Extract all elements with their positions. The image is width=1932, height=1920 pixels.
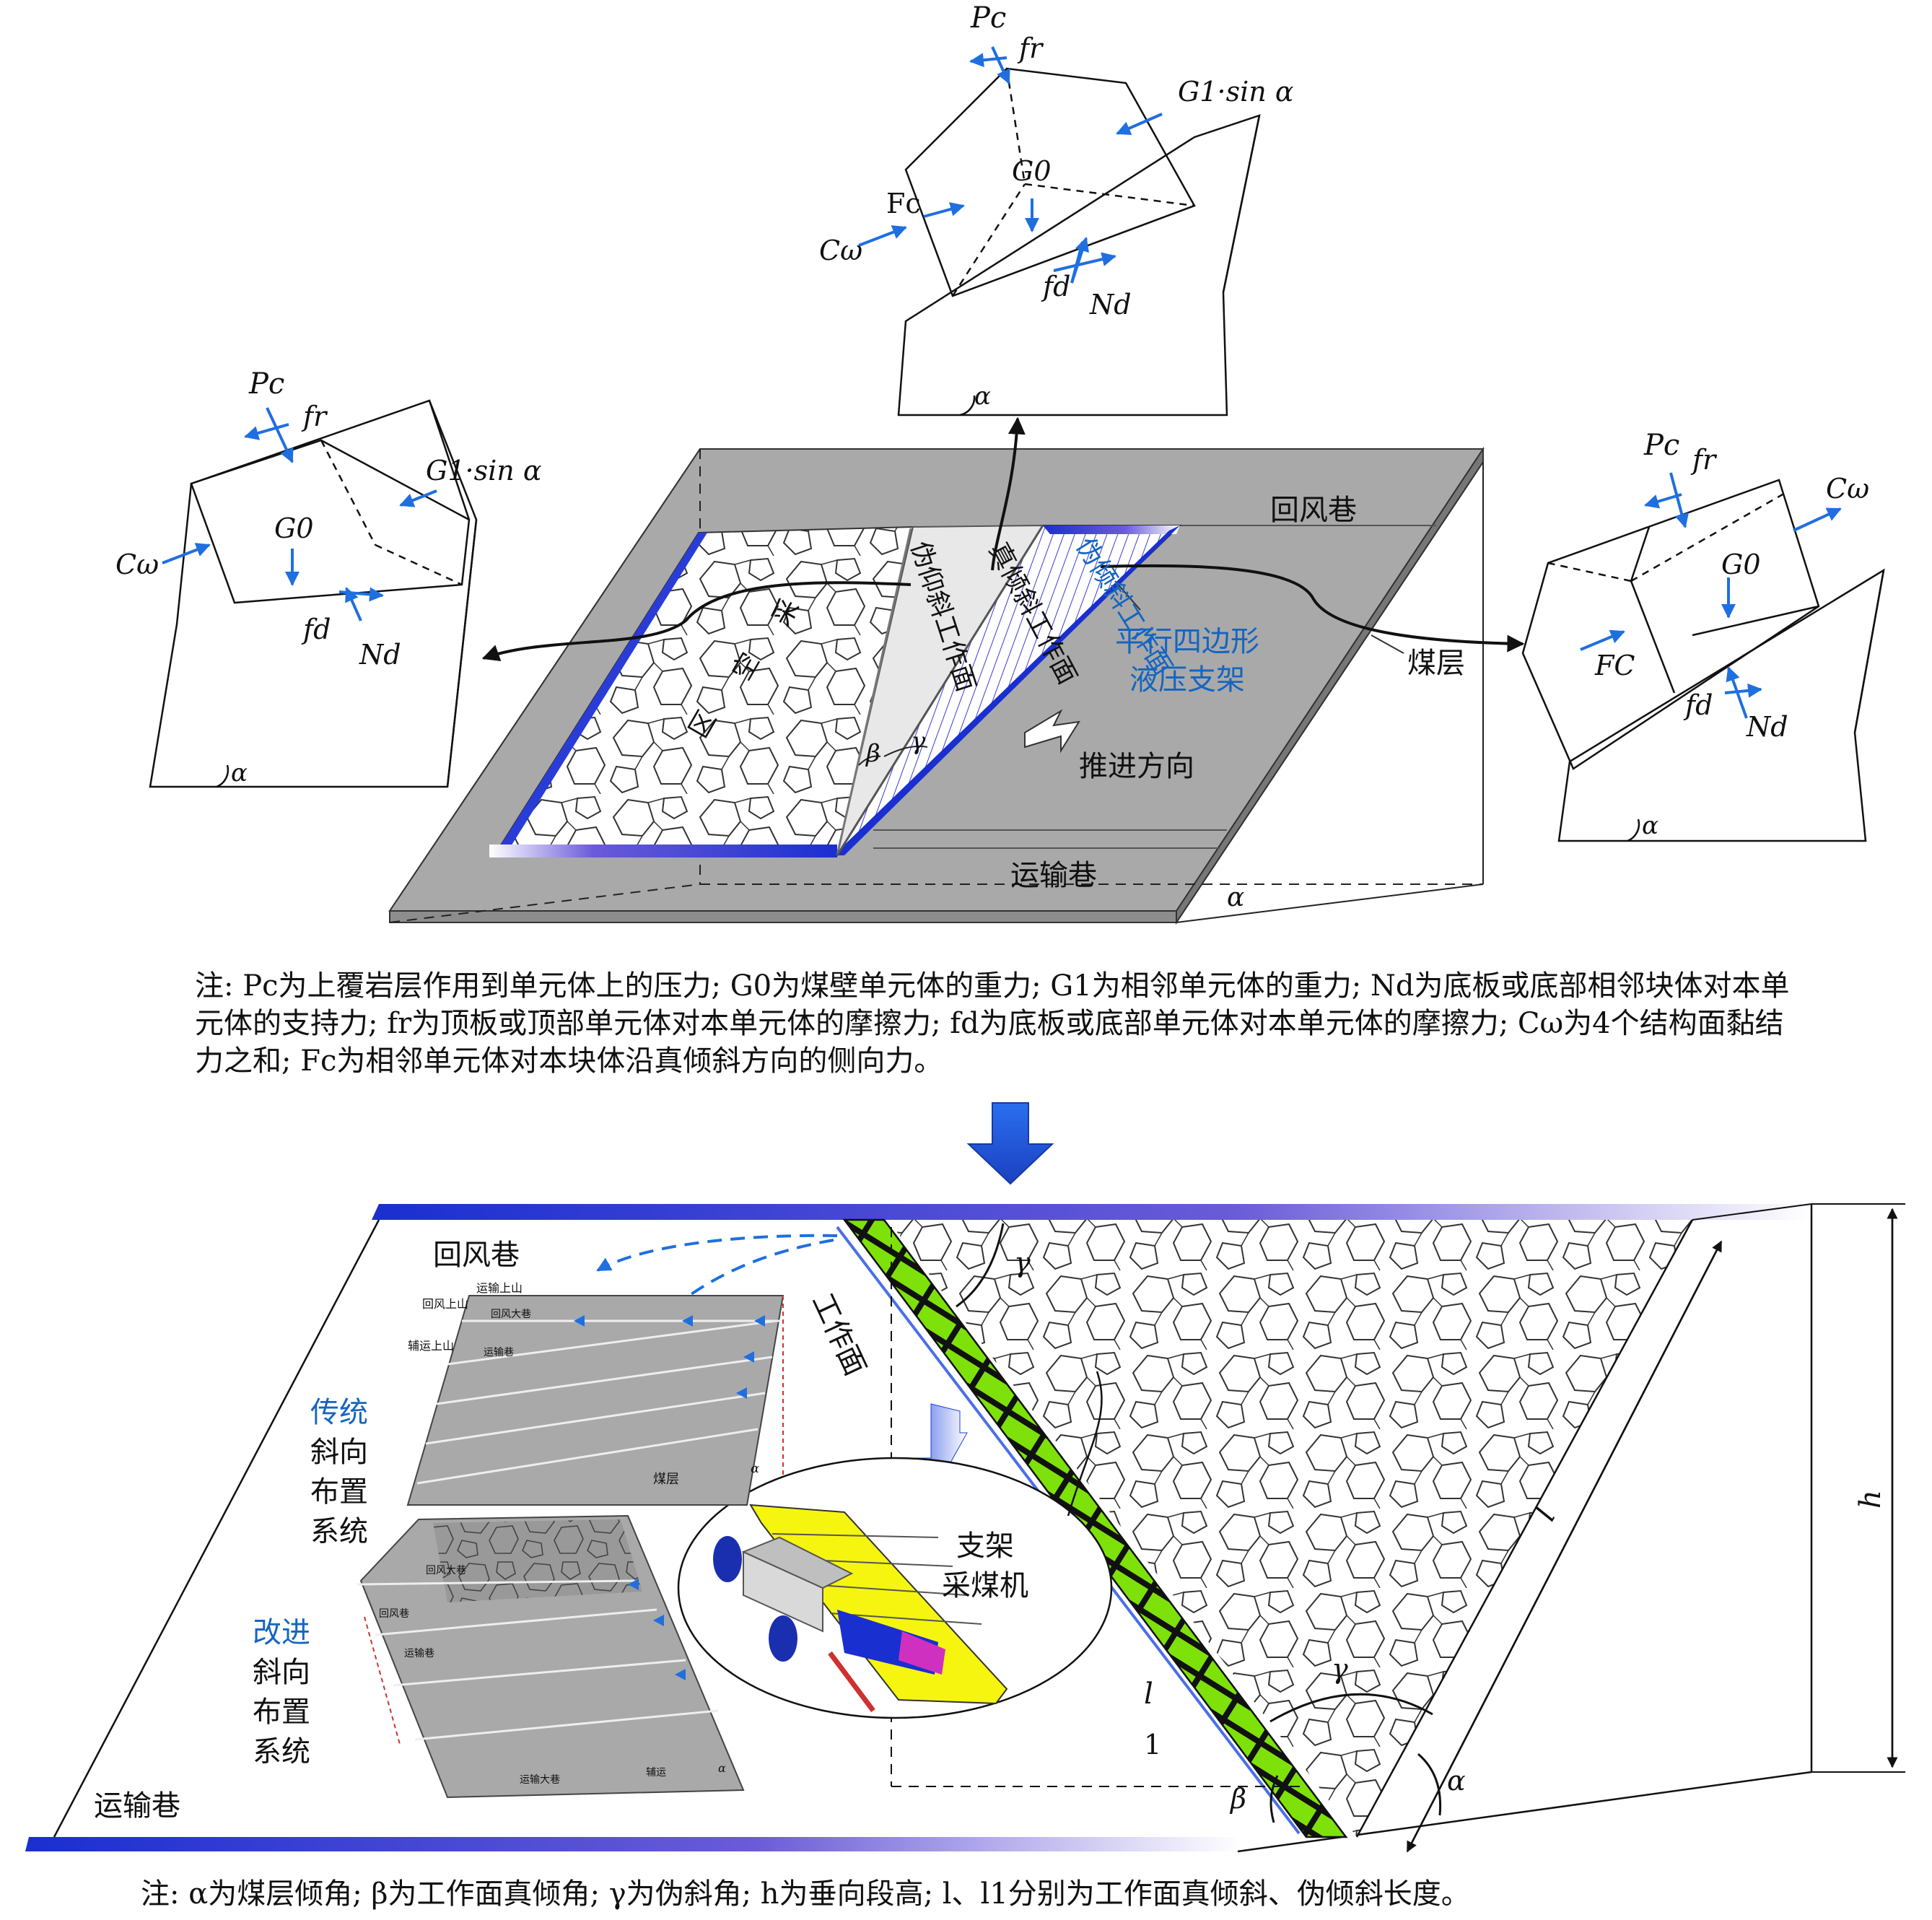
block-left-alpha: α — [231, 759, 248, 787]
block-right-fr: fr — [1690, 444, 1718, 476]
improved-line-3: 布置 — [253, 1696, 310, 1729]
block-top-fd: fd — [1041, 271, 1070, 302]
improved-line-2: 斜向 — [253, 1656, 310, 1689]
inset1-label-7: α — [751, 1461, 759, 1476]
force-arrows-left — [162, 407, 437, 621]
force-arrows-top — [858, 46, 1163, 284]
traditional-line-1: 传统 — [310, 1396, 368, 1429]
inset2-label-4: 运输大巷 — [520, 1774, 560, 1786]
inset2-label-6: α — [718, 1761, 726, 1775]
inset2-label-1: 回风大巷 — [426, 1565, 466, 1576]
support-label: 支架 — [956, 1530, 1014, 1563]
shearer-label: 采煤机 — [942, 1569, 1028, 1602]
transport-airway-label: 运输巷 — [1010, 859, 1097, 892]
block-right-alpha: α — [1642, 811, 1658, 840]
down-arrow-icon — [966, 1102, 1054, 1185]
traditional-line-3: 布置 — [310, 1475, 368, 1509]
traditional-line-2: 斜向 — [310, 1436, 368, 1469]
coal-seam-label: 煤层 — [1407, 647, 1465, 680]
inset2-label-2: 回风巷 — [379, 1608, 409, 1620]
block-top-nd: Nd — [1089, 289, 1132, 320]
block-top-g0: G0 — [1012, 155, 1052, 187]
inset1-label-5: 运输巷 — [484, 1347, 514, 1358]
inset2-label-5: 辅运 — [646, 1767, 666, 1779]
inset1-label-2: 运输上山 — [476, 1281, 523, 1295]
bottom-return-airway-label: 回风巷 — [433, 1239, 520, 1272]
block-left-g0: G0 — [274, 512, 314, 544]
block-left-fr: fr — [301, 401, 328, 432]
bottom-alpha-label: α — [1447, 1765, 1466, 1797]
note-bottom: 注: α为煤层倾角; β为工作面真倾角; γ为伪斜角; h为垂向段高; l、l1… — [141, 1877, 1470, 1911]
l1-label: 1 — [1144, 1729, 1161, 1760]
block-top-alpha: α — [974, 382, 991, 411]
force-block-right — [1521, 479, 1885, 842]
bottom-gamma-top-label: γ — [1014, 1247, 1031, 1278]
block-top-fr: fr — [1017, 32, 1044, 64]
l-label: l — [1144, 1677, 1153, 1711]
inset2-label-3: 运输巷 — [404, 1648, 434, 1659]
top-block-diagram: 回风巷 运输巷 煤层 采 空 区 伪仰斜工作面 真倾斜工作面 伪倾斜工作面 平行… — [388, 416, 1525, 925]
block-right-nd: Nd — [1746, 711, 1788, 743]
block-left-cw: Cω — [115, 549, 159, 580]
improved-line-1: 改进 — [253, 1616, 310, 1649]
bottom-beta-label: β — [1229, 1783, 1246, 1815]
block-right-cw: Cω — [1826, 473, 1869, 505]
h-label: h — [1854, 1490, 1887, 1509]
force-block-top — [897, 67, 1261, 416]
block-left-g1: G1·sin α — [426, 455, 541, 486]
inset1-label-6: 煤层 — [653, 1472, 679, 1487]
return-airway-label: 回风巷 — [1270, 494, 1357, 527]
block-top-fc: Fc — [886, 188, 921, 219]
support-label-line1: 平行四边形 — [1115, 625, 1259, 658]
block-right-pc: Pc — [1643, 429, 1679, 462]
note-top: 注: Pc为上覆岩层作用到单元体上的压力; G0为煤壁单元体的重力; G1为相邻… — [195, 969, 1790, 1078]
force-labels-left: Pc fr G1·sin α G0 Cω fd Nd α — [115, 367, 541, 787]
block-left-pc: Pc — [248, 367, 284, 401]
support-label-line2: 液压支架 — [1129, 663, 1245, 697]
top-alpha-label: α — [1227, 883, 1244, 912]
bottom-transport-airway-label: 运输巷 — [94, 1789, 180, 1823]
block-top-g1: G1·sin α — [1178, 76, 1293, 108]
improved-line-4: 系统 — [253, 1735, 310, 1768]
inset1-label-4: 回风大巷 — [491, 1309, 531, 1320]
force-labels-right: Pc fr Cω G0 FC fd Nd α — [1594, 429, 1869, 840]
inset1-label-1: 回风上山 — [422, 1297, 468, 1311]
advance-direction-label: 推进方向 — [1079, 750, 1194, 783]
block-left-fd: fd — [301, 614, 331, 645]
block-right-g0: G0 — [1721, 549, 1761, 580]
shearer-sketch — [713, 1504, 1008, 1713]
block-top-pc: Pc — [970, 1, 1006, 35]
block-right-fc: FC — [1594, 650, 1635, 681]
block-right-fd: fd — [1683, 689, 1713, 721]
bottom-gamma-label: γ — [1332, 1653, 1348, 1685]
improved-layout-inset: 回风大巷 回风巷 运输巷 运输大巷 辅运 α — [357, 1514, 745, 1799]
force-labels-top: Pc fr G1·sin α G0 Fc Cω fd Nd α — [819, 1, 1293, 411]
block-top-cw: Cω — [819, 235, 862, 266]
block-left-nd: Nd — [359, 639, 401, 671]
top-beta-label: β — [865, 739, 880, 768]
inset1-label-3: 辅运上山 — [408, 1339, 454, 1353]
force-block-left — [149, 399, 478, 788]
top-gamma-label: γ — [911, 727, 926, 756]
traditional-layout-inset: 回风上山 运输上山 辅运上山 回风大巷 运输巷 煤层 α — [406, 1281, 784, 1506]
force-arrows-right — [1580, 472, 1842, 719]
traditional-line-4: 系统 — [310, 1515, 368, 1548]
